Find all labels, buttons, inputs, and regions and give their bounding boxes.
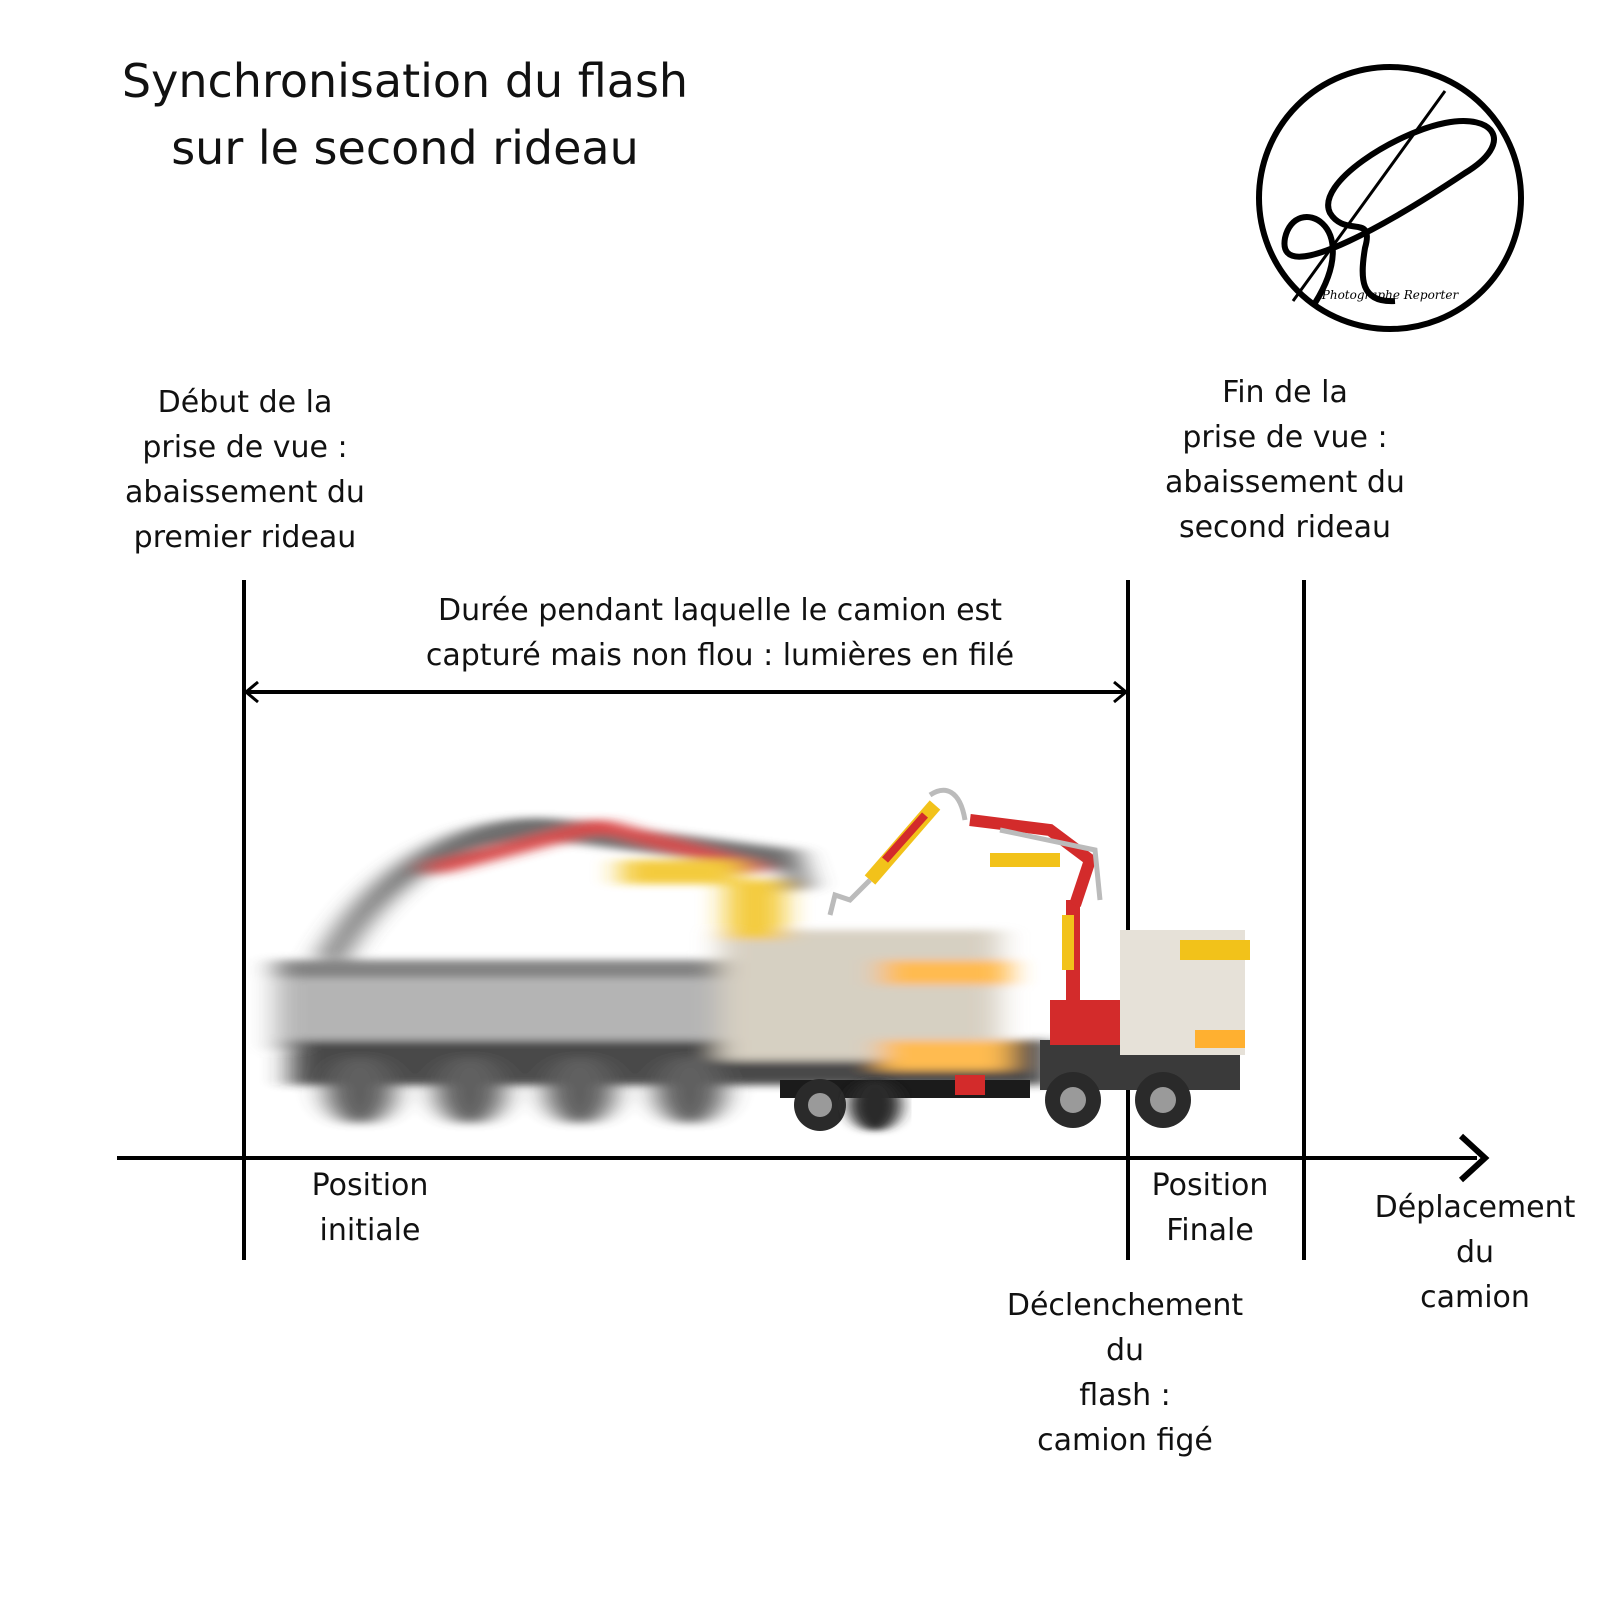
label-end: Fin de la prise de vue : abaissement du … — [1165, 375, 1405, 545]
title-line-1: Synchronisation du flash — [121, 54, 689, 108]
line-second-curtain — [1302, 580, 1306, 1260]
photographe-reporter-logo: Photographe Reporter — [1255, 63, 1525, 333]
line-flash — [1126, 580, 1130, 1260]
line-first-curtain — [242, 580, 246, 1260]
label-flash-trigger: Déclenchement du flash : camion figé — [1006, 1288, 1244, 1458]
time-axis — [117, 1156, 1477, 1160]
label-position-final: Position Finale — [1151, 1168, 1269, 1248]
logo-text: Photographe Reporter — [1321, 288, 1460, 302]
label-start: Début de la prise de vue : abaissement d… — [125, 385, 365, 555]
label-movement: Déplacement du camion — [1374, 1190, 1576, 1315]
page-title: Synchronisation du flash sur le second r… — [0, 48, 810, 182]
logo-mark: Photographe Reporter — [1256, 64, 1524, 332]
title-line-2: sur le second rideau — [171, 121, 639, 175]
label-duration: Durée pendant laquelle le camion est cap… — [425, 593, 1015, 673]
label-position-initial: Position initiale — [311, 1168, 429, 1248]
